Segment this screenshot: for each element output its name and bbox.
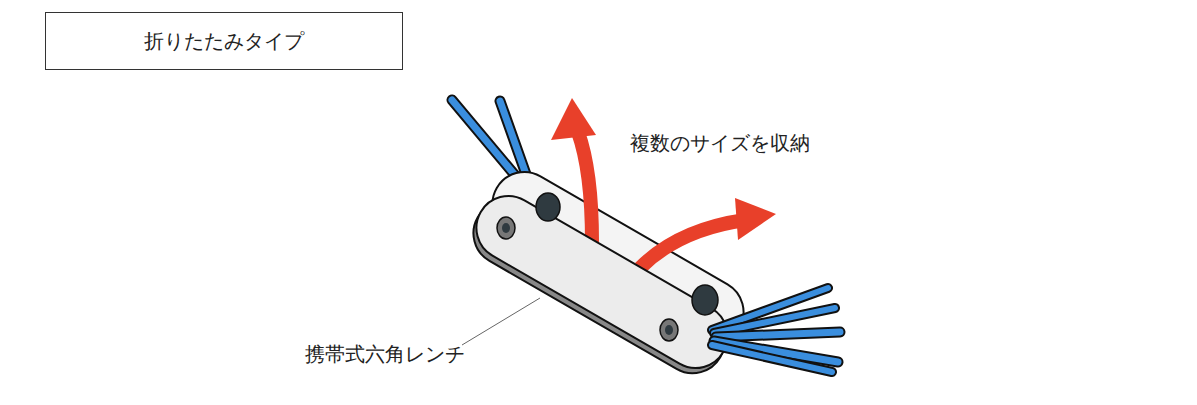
hex-keys-lower	[712, 288, 840, 372]
front-plate	[462, 184, 739, 385]
part-name: 携帯式六角レンチ	[305, 342, 465, 366]
pivot	[536, 193, 560, 221]
title-text: 折りたたみタイプ	[144, 29, 304, 53]
rivets	[497, 217, 678, 341]
leader-line	[462, 298, 540, 345]
pivot	[692, 285, 718, 315]
title-box: 折りたたみタイプ	[45, 12, 403, 70]
annotation-text: 複数のサイズを収納	[630, 131, 810, 155]
